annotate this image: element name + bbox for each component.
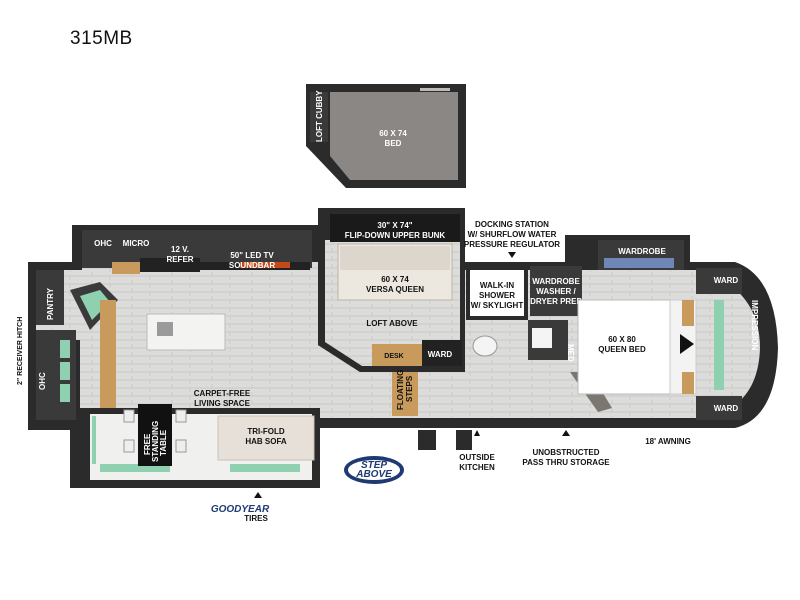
tires-label: TIRES [244, 514, 268, 523]
outside-kitchen-label-1: OUTSIDE [459, 453, 495, 462]
docking-label-1: DOCKING STATION [475, 220, 549, 229]
soundbar-label: SOUNDBAR [229, 261, 275, 270]
awning-label: 18' AWNING [645, 437, 691, 446]
exterior-notes: OUTSIDE KITCHEN UNOBSTRUCTED PASS THRU S… [418, 430, 691, 472]
bunk-label: FLIP-DOWN UPPER BUNK [345, 231, 446, 240]
versa-label: VERSA QUEEN [366, 285, 424, 294]
ohc-top-label: OHC [94, 239, 112, 248]
step-above-label-1: STEP [361, 460, 387, 471]
docking-arrow-icon [508, 252, 516, 258]
loft: LOFT CUBBY 60 X 74 BED [306, 84, 466, 188]
ward-front-top-label: WARD [714, 276, 739, 285]
living-label-1: CARPET-FREE [194, 389, 251, 398]
refer-volt-label: 12 V. [171, 245, 189, 254]
wardrobe-left-label-3: DRYER PREP [530, 297, 582, 306]
wardrobe-left-label-1: WARDROBE [532, 277, 580, 286]
bathroom: WALK-IN SHOWER W/ SKYLIGHT MED [466, 266, 575, 362]
storage-label-2: PASS THRU STORAGE [522, 458, 610, 467]
table-label-2: STANDING [151, 421, 160, 462]
outside-kitchen-label-2: KITCHEN [459, 463, 495, 472]
shower-label-1: WALK-IN [480, 281, 514, 290]
sofa-label-1: TRI-FOLD [247, 427, 285, 436]
bunk-size-label: 30" X 74" [377, 221, 412, 230]
front-left-area: PANTRY OHC 2" RECEIVER HITCH [17, 270, 118, 420]
queen-label: QUEEN BED [598, 345, 646, 354]
living-slideout: FREE STANDING TABLE TRI-FOLD HAB SOFA CA… [80, 389, 320, 486]
bunk-room: 30" X 74" FLIP-DOWN UPPER BUNK 60 X 74 V… [318, 212, 465, 372]
loft-bed-size: 60 X 74 [379, 129, 407, 138]
shower-label-3: W/ SKYLIGHT [471, 301, 524, 310]
ward-front-bottom-label: WARD [714, 404, 739, 413]
shower-label-2: SHOWER [479, 291, 515, 300]
loft-bed-label: BED [385, 139, 402, 148]
storage-arrow-icon [562, 430, 570, 436]
ohc-side-label: OHC [38, 372, 47, 390]
master-bedroom: WARDROBE WASHER / DRYER PREP WARDROBE 60… [530, 240, 759, 420]
micro-label: MICRO [123, 239, 150, 248]
storage-label-1: UNOBSTRUCTED [532, 448, 599, 457]
floating-steps: FLOATING STEPS [392, 370, 418, 416]
kitchen-island [146, 313, 226, 351]
steps-label-2: STEPS [405, 375, 414, 402]
refer-label: REFER [166, 255, 193, 264]
kitchen-cabinets: OHC MICRO 12 V. REFER 50" LED TV SOUNDBA… [82, 230, 312, 274]
goodyear-label: GOODYEAR [211, 504, 270, 515]
tire-arrow-icon [254, 492, 262, 498]
wardrobe-left-label-2: WASHER / [536, 287, 576, 296]
docking-label-2: W/ SHURFLOW WATER [468, 230, 557, 239]
sofa-label-2: HAB SOFA [245, 437, 287, 446]
docking-label-3: PRESSURE REGULATOR [464, 240, 560, 249]
loft-above-label: LOFT ABOVE [366, 319, 418, 328]
step-above-label-2: ABOVE [355, 469, 392, 480]
ward-desk-label: WARD [428, 350, 453, 359]
steps-label-1: FLOATING [396, 370, 405, 410]
table-label-3: TABLE [159, 429, 168, 456]
med-label: MED [566, 344, 575, 362]
tv-label: 50" LED TV [230, 251, 274, 260]
pantry-label: PANTRY [46, 287, 55, 320]
living-label-2: LIVING SPACE [194, 399, 251, 408]
impression-brand-label: IMPRESSION [750, 300, 759, 350]
goodyear-tires: GOODYEAR TIRES [211, 492, 270, 523]
docking-station-note: DOCKING STATION W/ SHURFLOW WATER PRESSU… [464, 220, 560, 258]
table-label-1: FREE [143, 433, 152, 455]
loft-cubby-label: LOFT CUBBY [315, 90, 324, 142]
step-above-badge: STEP ABOVE [344, 456, 404, 484]
wardrobe-top-label: WARDROBE [618, 247, 666, 256]
queen-size-label: 60 X 80 [608, 335, 636, 344]
model-number: 315MB [70, 28, 133, 49]
desk-label: DESK [384, 353, 403, 360]
receiver-hitch-label: 2" RECEIVER HITCH [17, 317, 24, 385]
versa-size-label: 60 X 74 [381, 275, 409, 284]
